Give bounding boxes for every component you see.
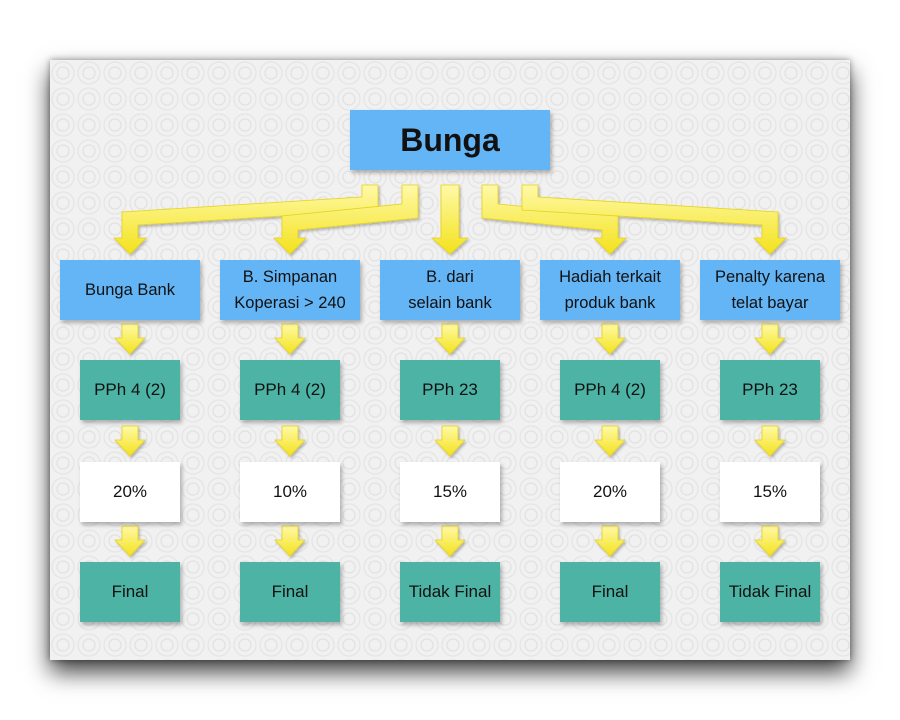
status-node-3: Tidak Final [400,562,500,622]
tax-type-node-1: PPh 4 (2) [80,360,180,420]
rate-node-4: 20% [560,462,660,522]
arrow-root-to-col1 [113,184,379,255]
arrow-category-to-tax-col3 [434,323,466,355]
category-node-3: B. dari selain bank [380,260,520,320]
tax-type-node-4: PPh 4 (2) [560,360,660,420]
arrow-category-to-tax-col2 [274,323,306,355]
arrow-rate-to-status-col1 [114,525,146,557]
category-node-1: Bunga Bank [60,260,200,320]
rate-node-1: 20% [80,462,180,522]
category-node-5: Penalty karena telat bayar [700,260,840,320]
arrow-tax-to-rate-col2 [274,425,306,457]
arrow-root-to-col5 [521,184,787,255]
status-node-2: Final [240,562,340,622]
arrow-category-to-tax-col1 [114,323,146,355]
arrow-root-to-col4 [481,184,627,255]
rate-node-5: 15% [720,462,820,522]
tax-type-node-2: PPh 4 (2) [240,360,340,420]
status-node-4: Final [560,562,660,622]
arrow-rate-to-status-col2 [274,525,306,557]
arrow-category-to-tax-col4 [594,323,626,355]
tax-type-node-5: PPh 23 [720,360,820,420]
arrow-tax-to-rate-col3 [434,425,466,457]
arrow-root-to-col3 [430,184,470,255]
tax-type-node-3: PPh 23 [400,360,500,420]
category-node-2: B. Simpanan Koperasi > 240 [220,260,360,320]
rate-node-3: 15% [400,462,500,522]
status-node-1: Final [80,562,180,622]
status-node-5: Tidak Final [720,562,820,622]
arrow-root-to-col2 [273,184,419,255]
category-node-4: Hadiah terkait produk bank [540,260,680,320]
arrow-tax-to-rate-col5 [754,425,786,457]
arrow-category-to-tax-col5 [754,323,786,355]
rate-node-2: 10% [240,462,340,522]
arrow-rate-to-status-col3 [434,525,466,557]
arrow-rate-to-status-col4 [594,525,626,557]
arrow-rate-to-status-col5 [754,525,786,557]
arrow-tax-to-rate-col1 [114,425,146,457]
arrow-tax-to-rate-col4 [594,425,626,457]
root-node-bunga: Bunga [350,110,550,170]
